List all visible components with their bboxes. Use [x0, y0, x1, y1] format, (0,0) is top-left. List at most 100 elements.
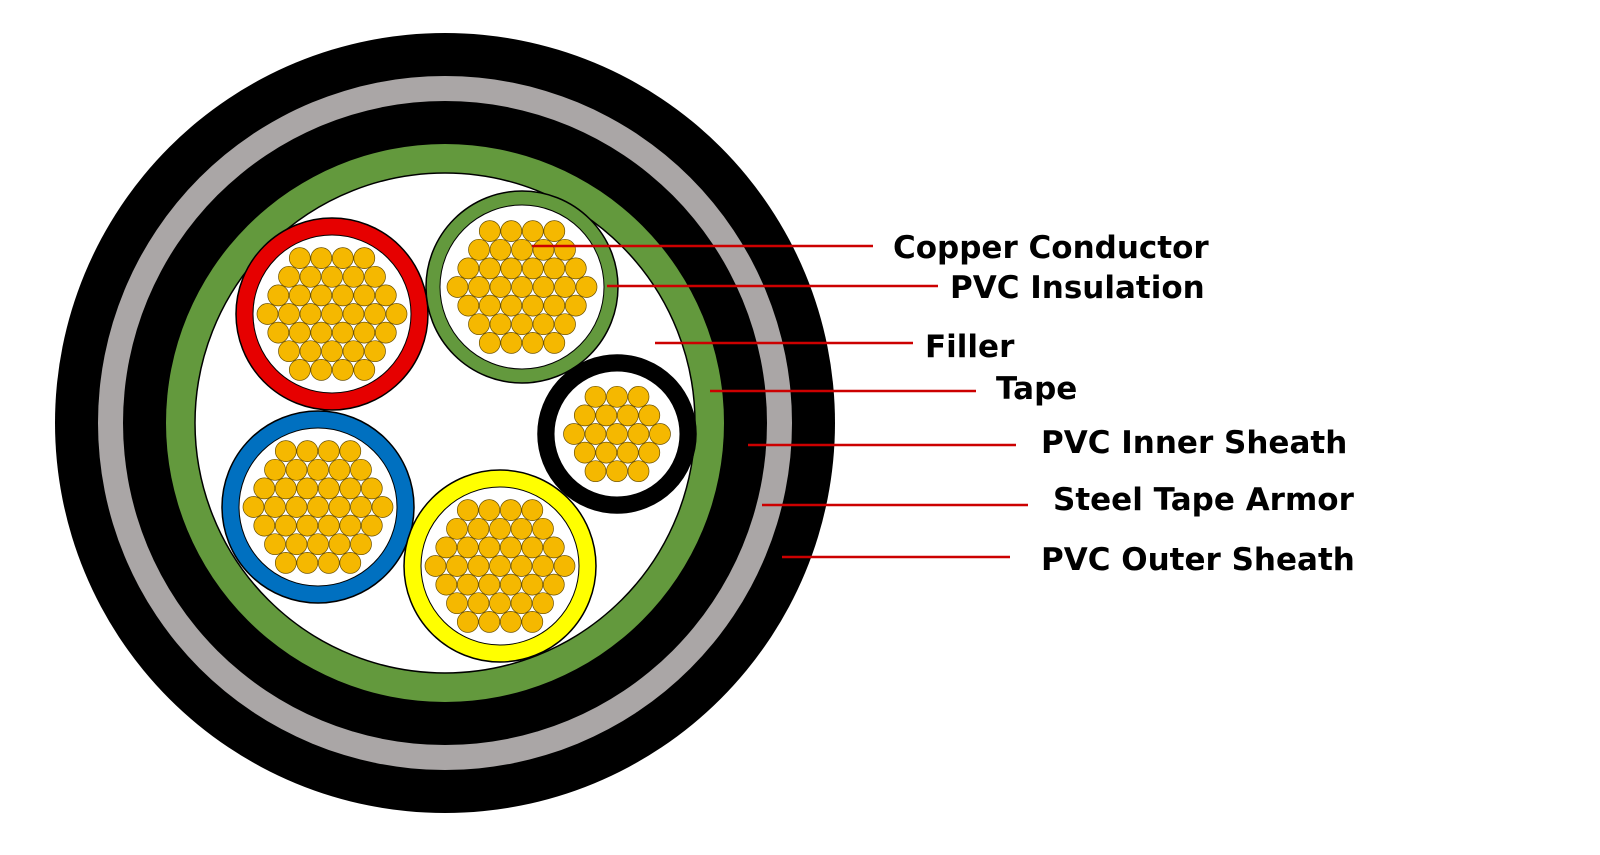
copper-strand: [511, 276, 533, 298]
copper-strand: [317, 514, 340, 537]
copper-strand: [478, 536, 501, 559]
copper-strand: [285, 533, 308, 556]
copper-strand: [264, 496, 286, 518]
copper-strand: [532, 592, 554, 615]
copper-strand: [510, 592, 533, 615]
copper-strand: [264, 458, 286, 481]
copper-strand: [339, 514, 362, 537]
copper-strand: [264, 533, 286, 556]
copper-strand: [331, 247, 354, 269]
copper-strand: [478, 499, 501, 521]
copper-strand: [296, 440, 319, 462]
copper-strand: [360, 477, 383, 500]
copper-strand: [364, 340, 386, 363]
copper-strand: [285, 496, 308, 518]
copper-strands-black: [563, 385, 671, 483]
copper-strand: [310, 284, 333, 307]
copper-strand: [489, 276, 512, 298]
copper-strand: [554, 313, 576, 336]
label-pvc-outer-sheath: PVC Outer Sheath: [1041, 542, 1355, 578]
core-green: [425, 190, 619, 384]
copper-strand: [299, 303, 322, 325]
copper-strands-green: [446, 220, 598, 354]
copper-strand: [478, 294, 501, 317]
copper-strand: [364, 265, 386, 288]
copper-strand: [321, 340, 343, 363]
copper-strand: [543, 257, 566, 280]
copper-strand: [296, 552, 319, 574]
copper-strand: [321, 303, 343, 325]
label-tape: Tape: [996, 371, 1077, 407]
copper-strand: [339, 477, 362, 500]
copper-strand: [627, 385, 650, 408]
copper-strand: [510, 555, 533, 577]
copper-strand: [542, 536, 565, 559]
copper-strand: [499, 499, 522, 521]
copper-strand: [510, 517, 533, 540]
copper-strand: [456, 611, 479, 633]
copper-strand: [288, 321, 311, 344]
copper-strand: [478, 611, 501, 633]
copper-strand: [542, 573, 565, 596]
copper-strand: [253, 514, 276, 537]
copper-strand: [489, 238, 512, 261]
copper-strand: [446, 592, 468, 615]
copper-strand: [353, 284, 376, 307]
copper-strand: [532, 555, 554, 577]
copper-strand: [446, 517, 468, 540]
copper-strand: [267, 284, 290, 307]
copper-strand: [584, 460, 607, 483]
copper-strand: [606, 460, 628, 483]
copper-strand: [627, 460, 650, 483]
copper-strand: [478, 332, 501, 354]
cable-layers: [55, 33, 835, 813]
copper-strand: [364, 303, 386, 325]
copper-strand: [511, 238, 533, 261]
copper-strand: [296, 514, 319, 537]
copper-strand: [543, 332, 566, 354]
copper-strand: [521, 499, 544, 521]
copper-strand: [278, 303, 300, 325]
copper-strand: [317, 552, 340, 574]
copper-strand: [307, 533, 329, 556]
copper-strand: [317, 477, 340, 500]
copper-strand: [489, 592, 511, 615]
copper-strand: [350, 458, 372, 481]
copper-strand: [353, 247, 376, 269]
copper-strand: [328, 458, 351, 481]
copper-strand: [274, 440, 297, 462]
copper-strand: [521, 332, 544, 354]
copper-strand: [371, 496, 394, 518]
copper-strand: [374, 321, 397, 344]
copper-strand: [267, 321, 290, 344]
copper-strand: [256, 303, 279, 325]
copper-strand: [321, 265, 343, 288]
copper-strand: [353, 321, 376, 344]
copper-strand: [331, 359, 354, 381]
copper-strand: [584, 385, 607, 408]
copper-strand: [299, 265, 322, 288]
copper-strand: [374, 284, 397, 307]
copper-strand: [499, 573, 522, 596]
core-red: [235, 217, 429, 411]
copper-strand: [285, 458, 308, 481]
copper-strand: [573, 441, 596, 464]
copper-strand: [424, 555, 447, 577]
copper-strand: [543, 220, 566, 242]
copper-strand: [342, 303, 365, 325]
copper-strand: [342, 340, 365, 363]
copper-strand: [489, 555, 511, 577]
copper-strand: [342, 265, 365, 288]
copper-strand: [616, 441, 639, 464]
copper-strand: [278, 340, 300, 363]
copper-strand: [307, 458, 329, 481]
copper-strand: [435, 536, 458, 559]
copper-strand: [310, 359, 333, 381]
copper-strand: [253, 477, 276, 500]
copper-strand: [489, 313, 512, 336]
copper-strand: [638, 441, 661, 464]
copper-strand: [274, 514, 297, 537]
copper-strand: [521, 220, 544, 242]
label-steel-tape-armor: Steel Tape Armor: [1053, 482, 1355, 518]
